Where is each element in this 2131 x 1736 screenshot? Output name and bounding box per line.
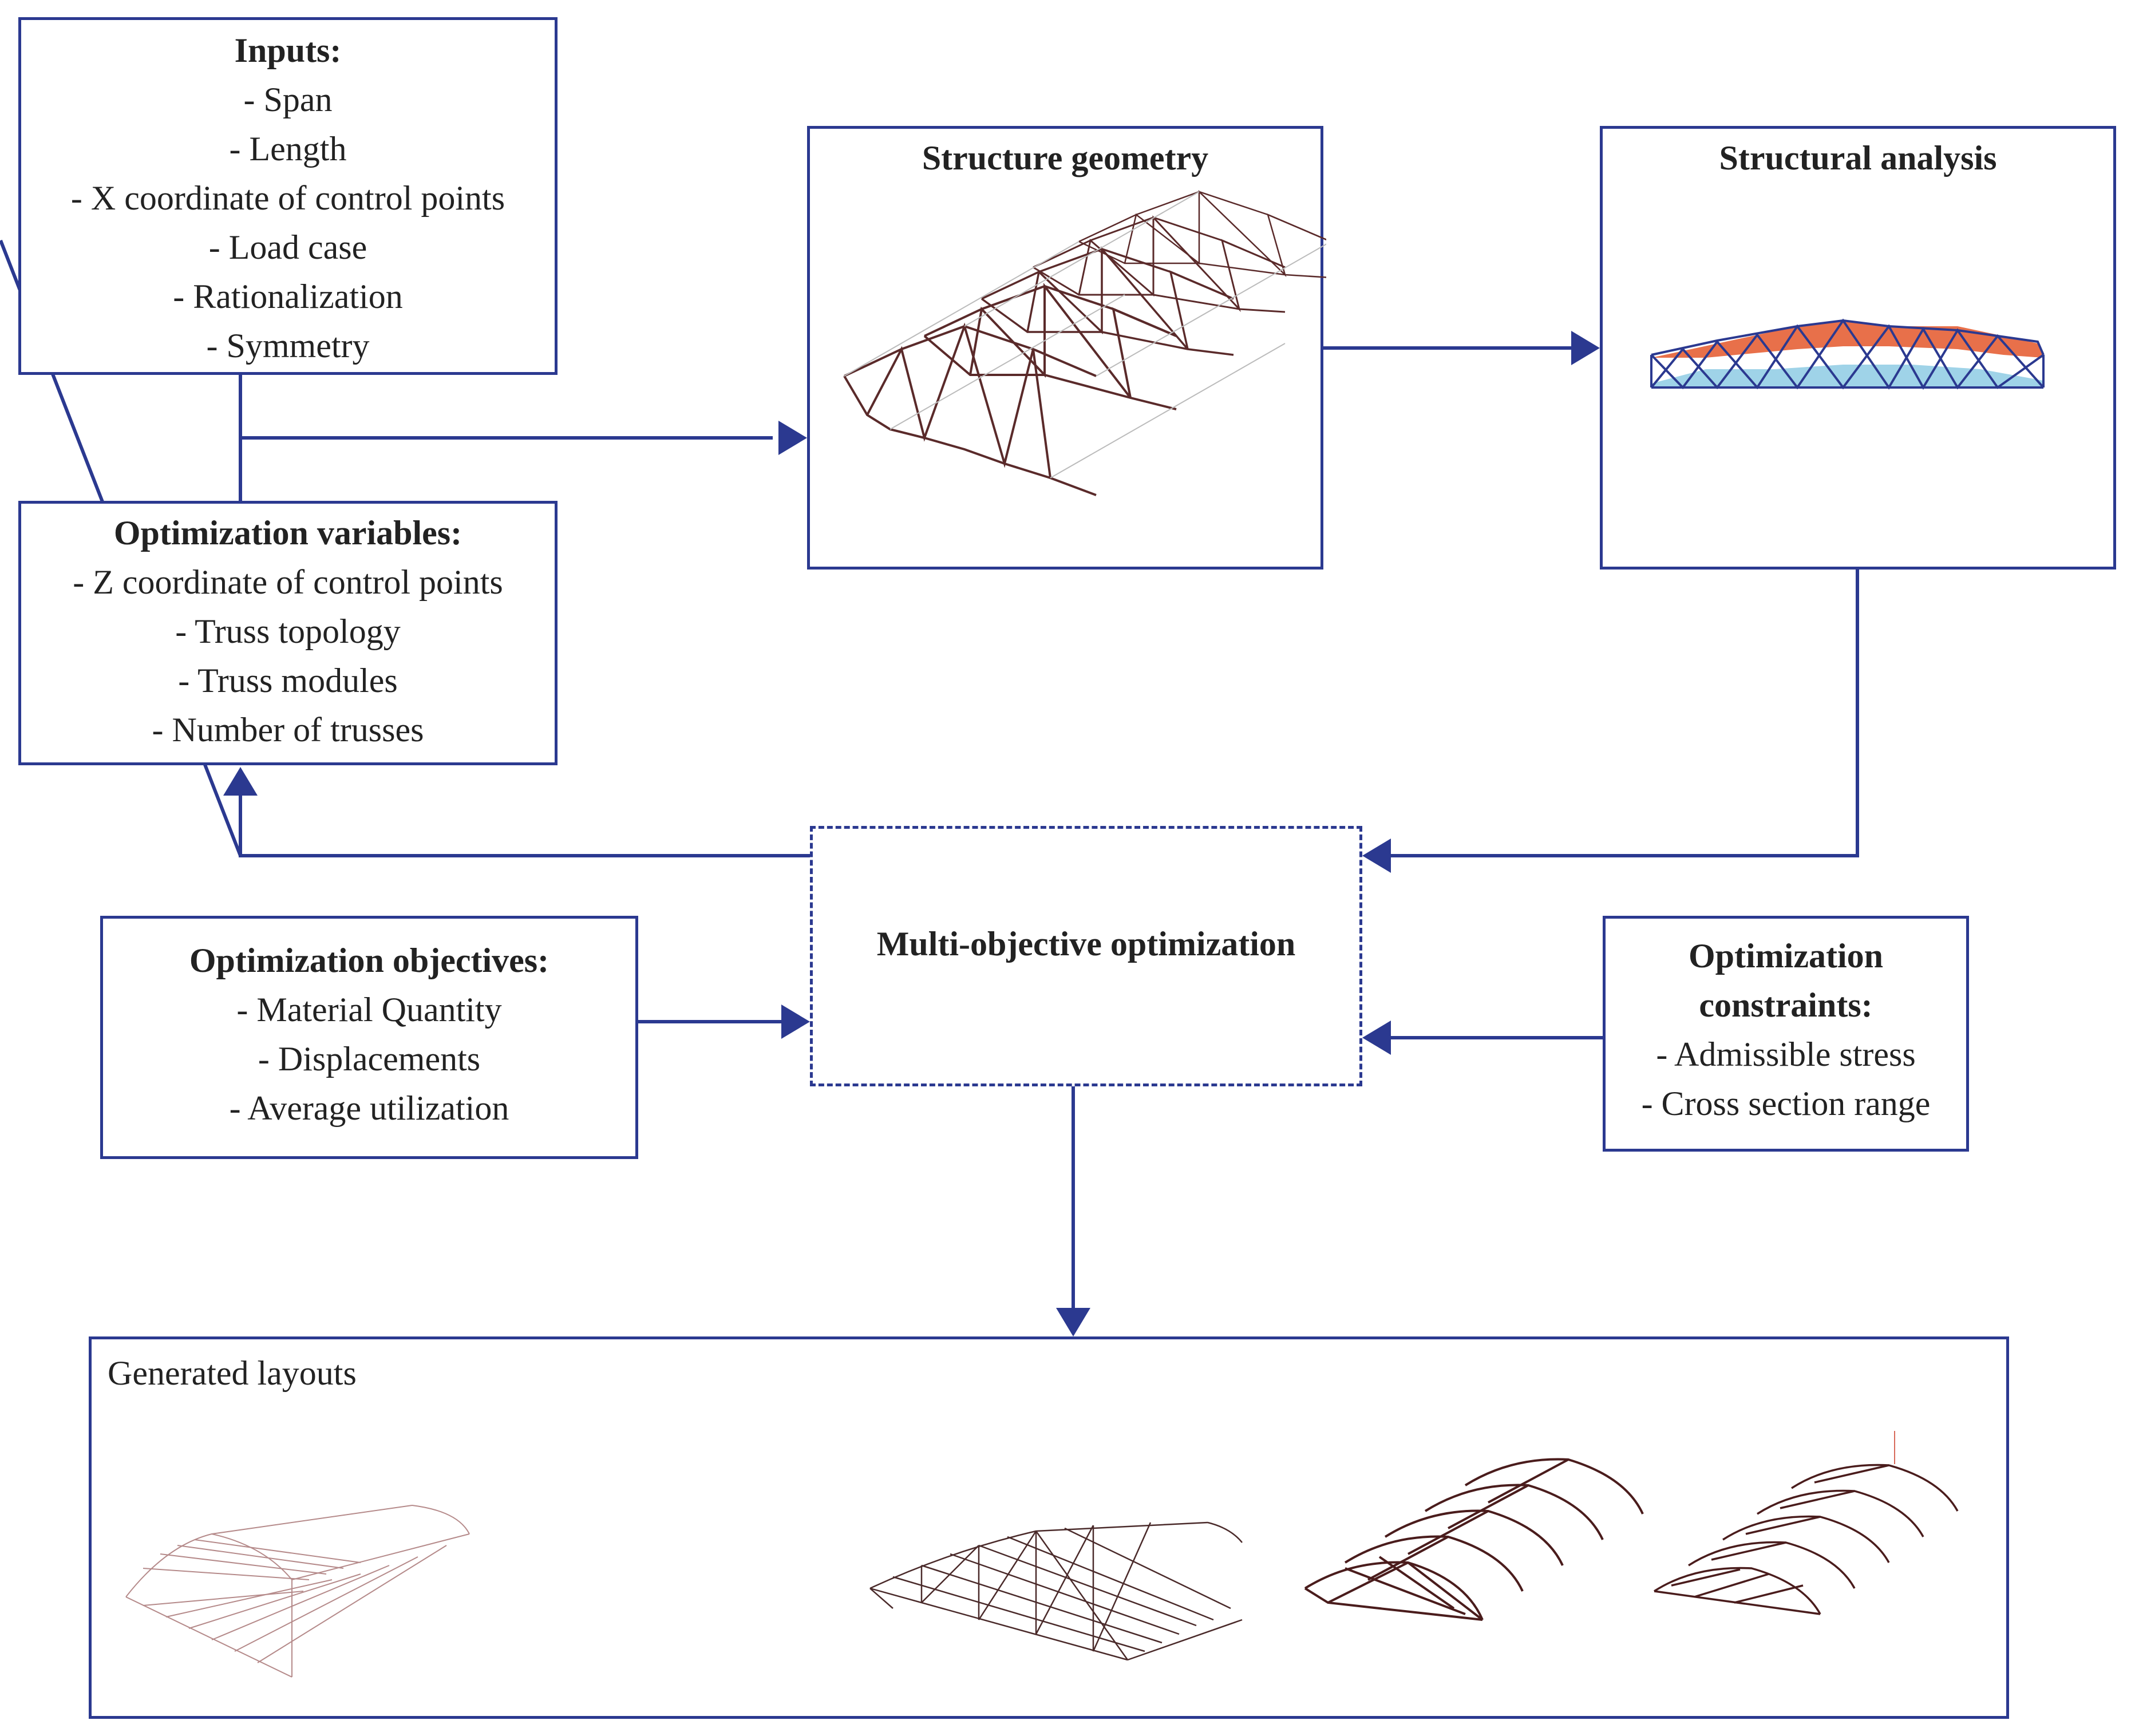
variables-box: Optimization variables: - Z coordinate o… [18,501,558,765]
generated-layouts-drawings [125,1431,1959,1678]
constraints-box: Optimization constraints: - Admissible s… [1603,916,1969,1152]
inputs-item: - Load case [208,228,367,266]
optimization-box: Multi-objective optimization [810,826,1362,1086]
connector-analysis-optimization [1391,570,1859,857]
layout-3 [1304,1458,1644,1621]
variables-item: - Truss topology [175,612,401,650]
variables-item: - Truss modules [178,662,398,699]
inputs-item: - Length [229,130,347,168]
constraints-item: - Cross section range [1641,1085,1931,1122]
variables-item: - Number of trusses [152,711,424,749]
inputs-item: - Rationalization [173,278,403,315]
geometry-box: Structure geometry [807,126,1326,570]
layout-2 [869,1521,1243,1661]
layouts-title: Generated layouts [108,1354,357,1392]
geometry-title: Structure geometry [922,139,1209,177]
truss-geometry-drawing [843,190,1326,496]
constraints-title-cont: constraints: [1699,986,1873,1024]
variables-title: Optimization variables: [113,514,462,552]
objectives-item: - Displacements [258,1040,481,1078]
inputs-item: - Symmetry [206,327,370,365]
objectives-item: - Material Quantity [236,991,502,1029]
constraints-title: Optimization [1689,937,1883,975]
objectives-item: - Average utilization [229,1089,509,1127]
optimization-title: Multi-objective optimization [876,925,1296,963]
variables-item: - Z coordinate of control points [73,563,503,601]
inputs-title: Inputs: [234,31,342,69]
analysis-box: Structural analysis [1600,126,2116,570]
analysis-title: Structural analysis [1719,139,1997,177]
inputs-item: - Span [243,81,333,118]
objectives-title: Optimization objectives: [189,942,549,979]
layouts-box: Generated layouts [89,1336,2009,1719]
inputs-box: Inputs: - Span - Length - X coordinate o… [18,17,558,375]
constraints-item: - Admissible stress [1656,1035,1916,1073]
inputs-item: - X coordinate of control points [70,179,505,217]
structural-analysis-drawing [1650,318,2045,390]
objectives-box: Optimization objectives: - Material Quan… [100,916,638,1159]
layout-1 [125,1505,470,1678]
layout-4 [1654,1431,1959,1615]
